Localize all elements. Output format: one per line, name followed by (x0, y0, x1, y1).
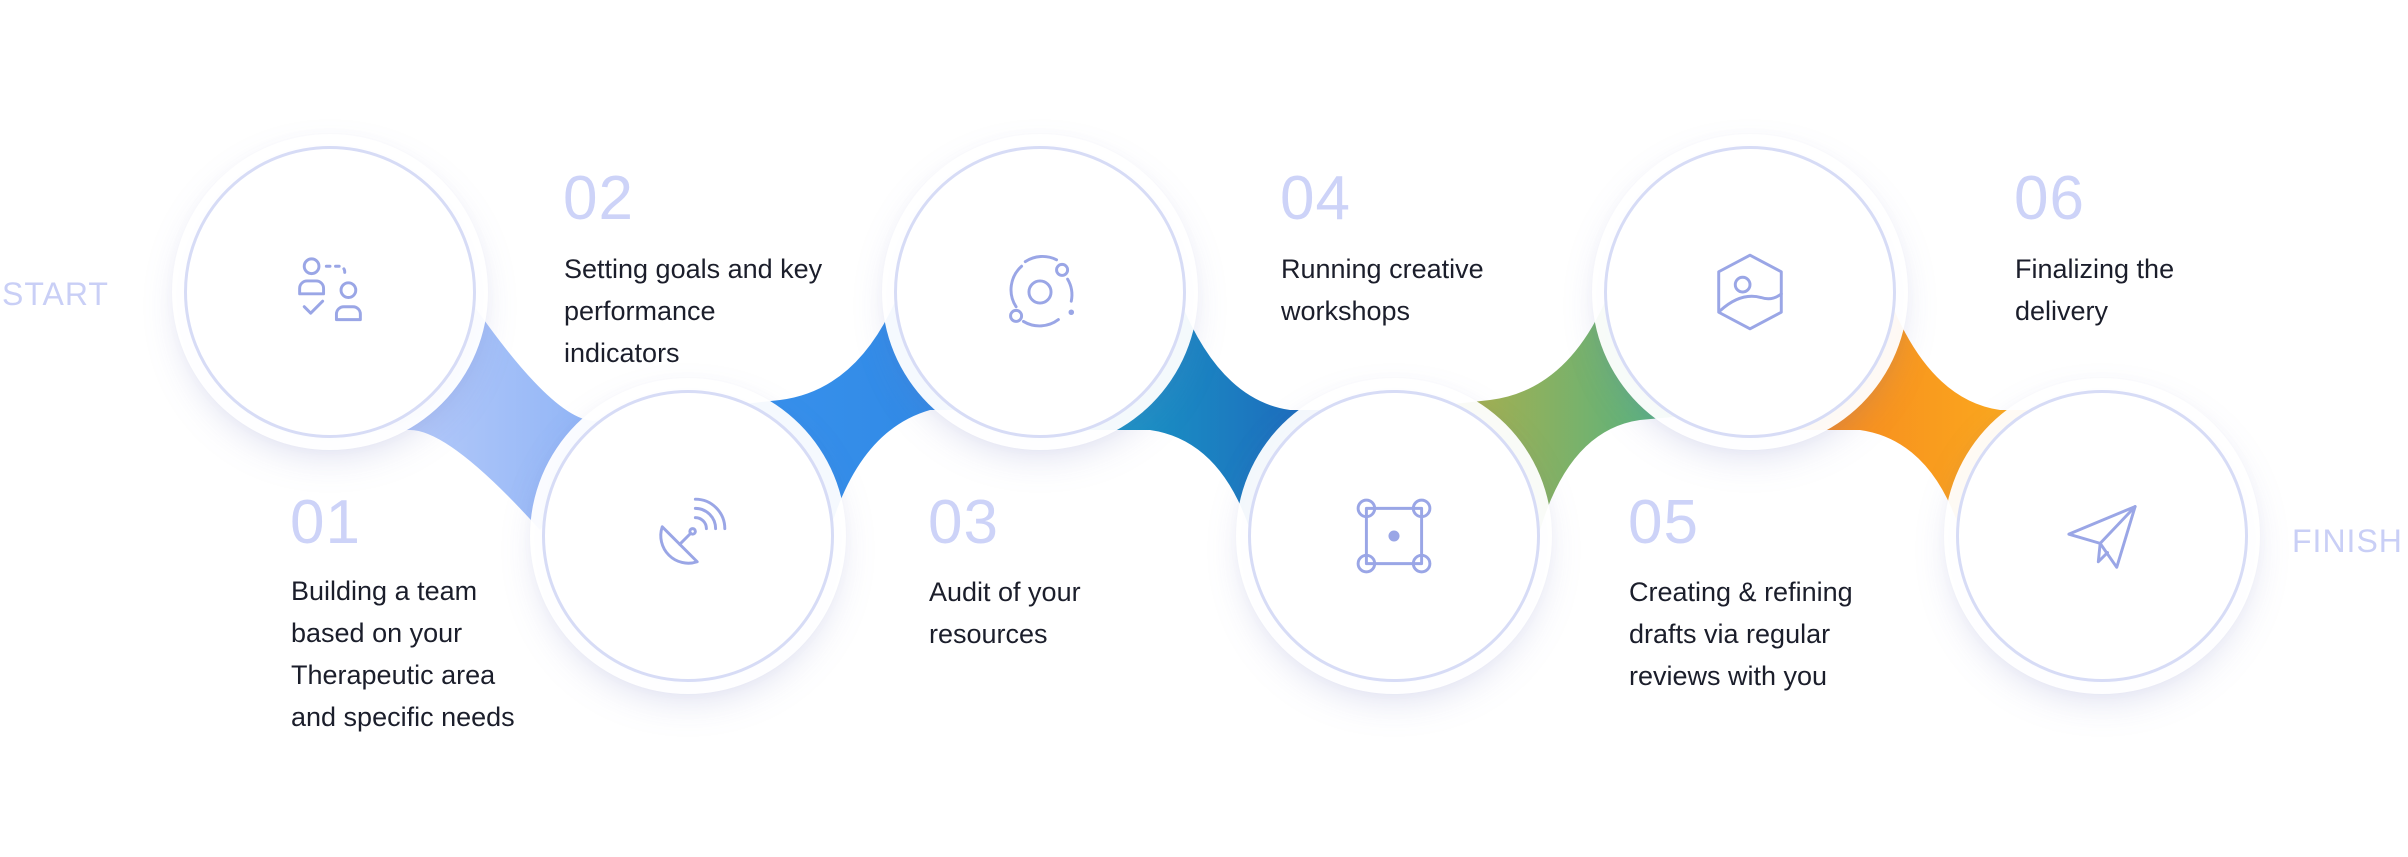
step-4-number: 04 (1280, 164, 1351, 233)
team-check-icon (298, 257, 362, 322)
frame-nodes-icon (1356, 498, 1432, 574)
step-2-text: Setting goals and key performance indica… (564, 254, 823, 368)
step-5-number: 05 (1628, 488, 1699, 557)
step-2-number: 02 (563, 164, 634, 233)
connector-5 (1750, 300, 2110, 530)
step-4-circle (1248, 390, 1540, 682)
step-1-number: 01 (290, 488, 361, 557)
step-3-number: 03 (928, 488, 999, 557)
satellite-dish-icon (659, 497, 727, 565)
start-label: START (2, 276, 109, 312)
connector-3 (1040, 300, 1400, 530)
connector-2 (690, 290, 1040, 530)
image-hexagon-icon (1717, 253, 1783, 331)
finish-label: FINISH (2292, 523, 2403, 559)
step-5-circle (1604, 146, 1896, 438)
step-6-text: Finalizing the delivery (2015, 254, 2175, 326)
connector-4 (1400, 290, 1750, 530)
step-2-circle (542, 390, 834, 682)
step-3-circle (894, 146, 1186, 438)
step-4-text: Running creative workshops (1281, 254, 1484, 326)
connector-1 (330, 300, 690, 530)
paper-plane-icon (2067, 505, 2137, 569)
step-1-circle (184, 146, 476, 438)
step-6-number: 06 (2014, 164, 2085, 233)
step-1-text: Building a team based on your Therapeuti… (291, 576, 515, 732)
step-6-circle (1956, 390, 2248, 682)
step-5-text: Creating & refining drafts via regular r… (1629, 577, 1853, 691)
orbit-icon (1009, 255, 1075, 328)
step-3-text: Audit of your resources (929, 577, 1081, 649)
